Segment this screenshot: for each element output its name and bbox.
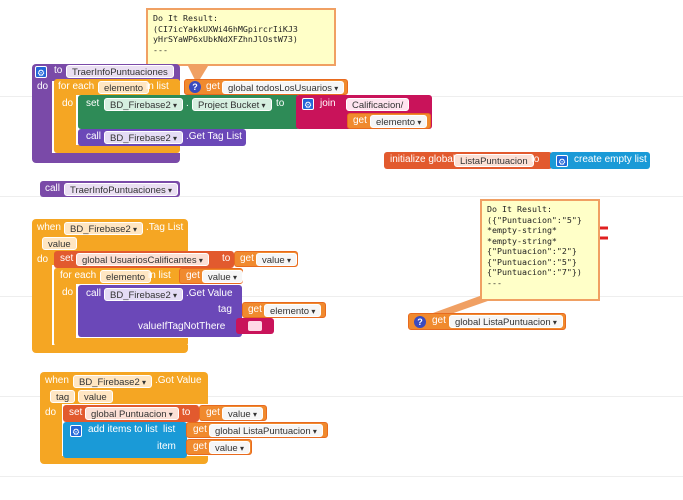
comment-line: (CI7icYakkUXWi46hMGpircrIiKJ3 (153, 23, 298, 34)
do-label: do (45, 407, 57, 418)
value-if-tag-not-there-label: valueIfTagNotThere (138, 321, 226, 332)
empty-text-field[interactable] (248, 321, 262, 331)
to-label: to (182, 407, 191, 418)
param-tag[interactable]: tag (50, 390, 76, 403)
do-it-result-comment-right: Do It Result: ({"Puntuacion":"5"} *empty… (480, 199, 600, 301)
create-empty-list-block[interactable] (550, 152, 650, 169)
do-label: do (62, 287, 74, 298)
tag-label: tag (218, 304, 232, 315)
call-label: call (86, 288, 102, 299)
for-each-item-var[interactable]: elemento (98, 81, 150, 94)
procedure-name-dropdown[interactable]: TraerInfoPuntuaciones (64, 183, 179, 196)
get-label: get (206, 81, 220, 92)
set-label: set (86, 98, 100, 109)
when-label: when (37, 222, 61, 233)
comment-line: Do It Result: (153, 13, 218, 23)
item-label: item (157, 441, 176, 452)
param-value[interactable]: value (78, 390, 113, 403)
global-var-dropdown[interactable]: global ListaPuntuacion (209, 424, 323, 437)
for-each-label: for each (58, 81, 95, 92)
get-label: get (186, 270, 200, 281)
for-each-label: for each (60, 270, 97, 281)
component-dropdown[interactable]: BD_Firebase2 (104, 131, 183, 144)
method-label: .Get Tag List (186, 131, 242, 142)
comment-line: *empty-string* (487, 235, 557, 246)
value-dropdown[interactable]: value (256, 253, 297, 266)
event-label: .Tag List (146, 222, 184, 233)
do-it-result-comment-top: Do It Result: (CI7icYakkUXWi46hMGpircrIi… (146, 8, 336, 66)
value-dropdown[interactable]: value (222, 407, 263, 420)
create-empty-list-label: create empty list (574, 154, 647, 165)
get-label: get (193, 441, 207, 452)
empty-text-block[interactable] (236, 318, 274, 334)
for-each-item-var[interactable]: elemento (100, 270, 152, 283)
global-name-field[interactable]: ListaPuntuacion (454, 154, 534, 167)
do-label: do (37, 254, 49, 265)
value-dropdown[interactable]: value (209, 441, 250, 454)
init-global-label: initialize global (390, 154, 456, 165)
to-label: to (531, 154, 540, 165)
get-label: get (193, 424, 207, 435)
get-label: get (353, 115, 367, 126)
add-items-mutator-icon[interactable]: ⚙ (70, 425, 82, 437)
procedure-name-field[interactable]: TraerInfoPuntuaciones (66, 65, 174, 78)
join-label: join (320, 98, 336, 109)
property-dropdown[interactable]: Project Bucket (192, 98, 272, 111)
component-dropdown[interactable]: BD_Firebase2 (64, 222, 143, 235)
elemento-dropdown[interactable]: elemento (264, 304, 322, 317)
comment-line: yHrSYaWP6xUbkNdXFZhnJlOstW73) (153, 34, 298, 44)
comment-line: --- (153, 44, 168, 55)
component-dropdown[interactable]: BD_Firebase2 (73, 375, 152, 388)
comment-line: *empty-string* (487, 225, 557, 235)
procedure-do-label: do (37, 81, 49, 92)
comment-line: Do It Result: (487, 204, 552, 214)
procedure-mutator-icon[interactable]: ⚙ (35, 66, 47, 78)
question-icon[interactable]: ? (414, 316, 426, 328)
to-label: to (222, 253, 231, 264)
do-label: do (62, 98, 74, 109)
get-label: get (432, 315, 446, 326)
comment-line: {"Puntuacion":"2"} (487, 246, 577, 256)
global-var-dropdown[interactable]: global Puntuacion (85, 407, 179, 420)
when-label: when (45, 375, 69, 386)
global-var-dropdown[interactable]: global todosLosUsuarios (222, 81, 345, 94)
comment-line: {"Puntuacion":"7"}) (487, 267, 582, 277)
question-icon[interactable]: ? (189, 81, 201, 93)
procedure-to-label: to (54, 65, 63, 76)
comment-line: --- (487, 277, 502, 288)
call-label: call (86, 131, 102, 142)
comment-line: {"Puntuacion":"5"} (487, 256, 577, 267)
get-label: get (240, 253, 254, 264)
join-mutator-icon[interactable]: ⚙ (302, 98, 314, 110)
get-label: get (248, 304, 262, 315)
global-var-dropdown[interactable]: global UsuariosCalificantes (76, 253, 209, 266)
add-items-to-list-block[interactable] (63, 422, 187, 458)
global-var-dropdown[interactable]: global ListaPuntuacion (449, 315, 563, 328)
text-literal[interactable]: Calificacion/ (346, 98, 410, 111)
method-label: .Get Value (186, 288, 233, 299)
set-label: set (60, 253, 74, 264)
dot-label: . (186, 98, 189, 109)
component-dropdown[interactable]: BD_Firebase2 (104, 288, 183, 301)
elemento-dropdown[interactable]: elemento (370, 115, 428, 128)
list-label: list (163, 424, 176, 435)
component-dropdown[interactable]: BD_Firebase2 (104, 98, 183, 111)
call-label: call (45, 183, 61, 194)
comment-line: ({"Puntuacion":"5"} (487, 214, 582, 225)
value-dropdown[interactable]: value (202, 270, 243, 283)
get-label: get (206, 407, 220, 418)
in-list-label: in list (146, 81, 169, 92)
to-label: to (276, 98, 285, 109)
in-list-label: in list (148, 270, 171, 281)
add-items-label: add items to list (88, 424, 158, 435)
event-label: .Got Value (155, 375, 202, 386)
set-label: set (69, 407, 83, 418)
create-list-mutator-icon[interactable]: ⚙ (556, 155, 568, 167)
param-value[interactable]: value (42, 237, 77, 250)
